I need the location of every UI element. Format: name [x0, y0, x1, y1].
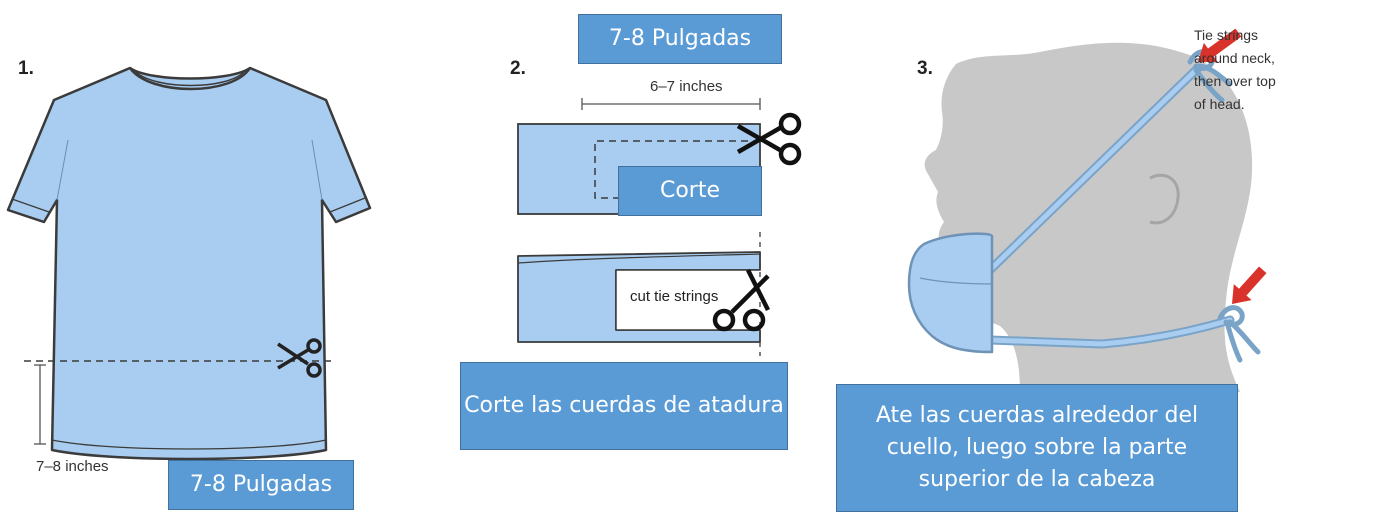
step-2-callout-cuerdas: Corte las cuerdas de atadura [460, 362, 788, 450]
bottom-tie-string [987, 317, 1233, 347]
instruction-line: of head. [1194, 96, 1245, 112]
step-3-panel: 3. Tie strings [836, 0, 1382, 525]
step-1-panel: 1. 7–8 inches 7-8 Pulgadas [0, 0, 400, 525]
red-arrow-icon [1232, 266, 1267, 304]
ear [1149, 173, 1180, 225]
instruction-line: then over top [1194, 73, 1276, 89]
step-3-number: 3. [917, 58, 933, 79]
step-3-instruction-text: Tie strings around neck, then over top o… [1194, 24, 1276, 116]
step-2-callout-pulgadas: 7-8 Pulgadas [578, 14, 782, 64]
head-silhouette [924, 42, 1253, 393]
mask [907, 232, 994, 354]
instruction-line: around neck, [1194, 50, 1275, 66]
dimension-bracket [34, 364, 46, 445]
head-mask-illustration [907, 28, 1267, 393]
step-1-number: 1. [18, 58, 34, 79]
step-2-cut-tie-strings-label: cut tie strings [630, 288, 719, 305]
step-1-dimension-label: 7–8 inches [36, 458, 109, 475]
t-shirt-collar [128, 67, 252, 91]
red-arrow-icon [1198, 28, 1242, 63]
step-2-panel: 2. 7-8 Pulgadas 6–7 inches [440, 0, 840, 525]
instruction-line: Tie strings [1194, 27, 1259, 43]
step-1-callout-pulgadas: 7-8 Pulgadas [168, 460, 354, 510]
step-2-dimension-label: 6–7 inches [650, 78, 723, 95]
t-shirt-body [6, 66, 372, 461]
step-2-callout-corte: Corte [618, 166, 762, 216]
step-2-number: 2. [510, 58, 526, 79]
t-shirt-illustration [6, 66, 372, 461]
step-3-callout-ate: Ate las cuerdas alrededor del cuello, lu… [836, 384, 1238, 512]
scissors-icon [277, 338, 322, 378]
bottom-knot [1217, 305, 1261, 363]
scissors-icon [736, 112, 802, 166]
scissors-icon [712, 268, 771, 332]
dimension-line [581, 98, 761, 110]
